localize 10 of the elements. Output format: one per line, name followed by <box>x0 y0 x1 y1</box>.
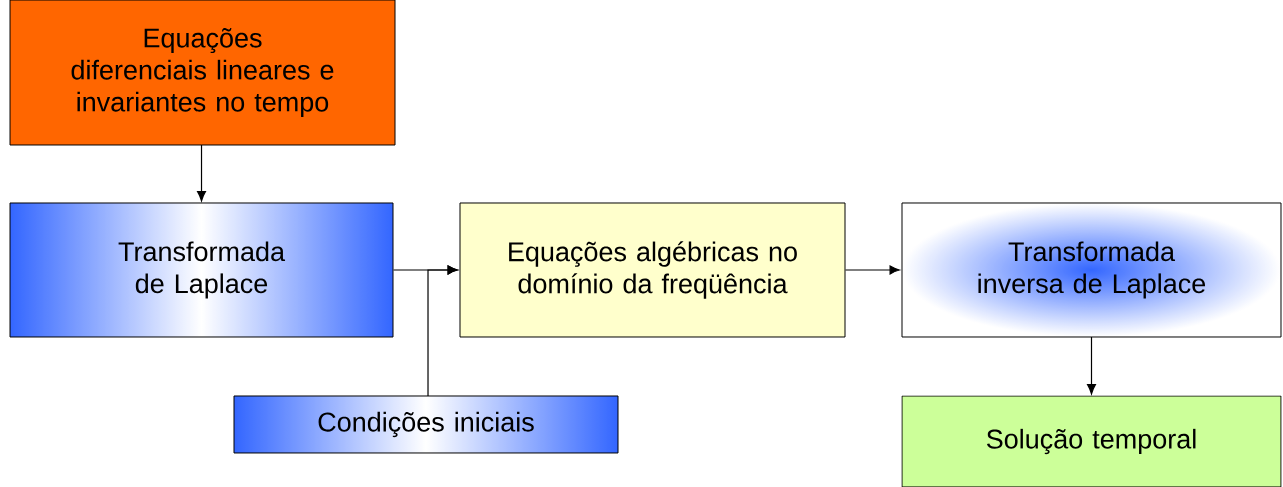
arrow <box>844 265 900 275</box>
output-box: Solução temporal <box>901 395 1282 487</box>
arrow <box>1087 336 1096 395</box>
process-box: Equações diferenciais lineares e invariantes no tempo <box>9 0 396 146</box>
arrow <box>197 144 206 202</box>
process-box: Transformada de Laplace <box>9 202 394 338</box>
process-box: Transformada inversa de Laplace <box>901 202 1282 338</box>
arrow <box>427 265 458 397</box>
process-box: Equações algébricas no domínio da freqüência <box>459 202 846 338</box>
input-box: Condições iniciais <box>233 395 619 454</box>
